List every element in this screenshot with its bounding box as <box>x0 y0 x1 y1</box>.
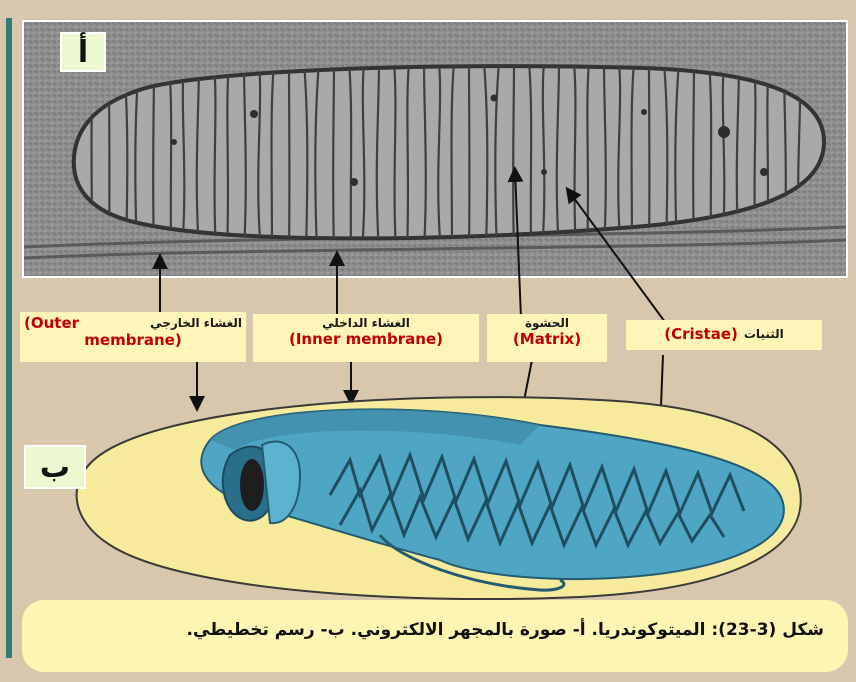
label-matrix-arabic: الحشوة <box>491 317 603 331</box>
label-inner-membrane: الغشاء الداخلي (Inner membrane) <box>253 314 479 362</box>
panel-b-label: ب <box>40 450 70 485</box>
label-cristae-arabic: الثنيات <box>744 328 784 342</box>
arrow-matrix-top <box>515 170 521 318</box>
mitochondria-schematic <box>0 385 856 605</box>
label-inner-english: (Inner membrane) <box>289 330 443 348</box>
label-matrix-english: (Matrix) <box>513 330 581 348</box>
label-matrix: الحشوة (Matrix) <box>487 314 607 362</box>
label-cristae: (Cristae) الثنيات <box>626 320 822 350</box>
label-inner-arabic: الغشاء الداخلي <box>257 317 475 331</box>
label-outer-membrane: (Outer الغشاء الخارجي membrane) <box>20 312 246 362</box>
figure-caption: شكل (3-23): الميتوكوندريا. أ- صورة بالمج… <box>22 600 848 672</box>
caption-text: شكل (3-23): الميتوكوندريا. أ- صورة بالمج… <box>187 620 824 640</box>
arrow-cristae-top <box>568 190 665 322</box>
tube-hole <box>240 459 264 511</box>
label-outer-arabic: الغشاء الخارجي <box>150 317 242 331</box>
panel-b-tag: ب <box>24 445 86 489</box>
label-outer-english-1: (Outer <box>24 315 79 332</box>
label-outer-english-2: membrane) <box>24 332 242 349</box>
label-cristae-english: (Cristae) <box>664 326 738 343</box>
